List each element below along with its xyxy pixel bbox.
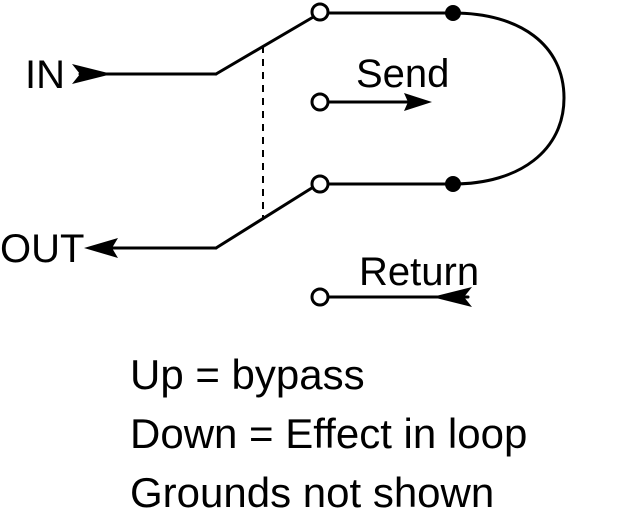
in-switch-blade: [214, 14, 317, 76]
upper-throw-terminal: [310, 2, 330, 22]
send-label: Send: [356, 52, 449, 96]
return-arrowhead-icon: [432, 287, 472, 307]
lower-throw-terminal: [310, 174, 330, 194]
note-grounds: Grounds not shown: [130, 469, 494, 511]
note-up: Up = bypass: [130, 351, 365, 398]
lower-junction-dot: [445, 176, 461, 192]
send-arrowhead-icon: [404, 93, 432, 111]
out-arrowhead-icon: [84, 238, 118, 258]
out-label: OUT: [0, 227, 84, 271]
return-label: Return: [359, 250, 479, 294]
return-terminal: [310, 287, 330, 307]
send-terminal: [310, 92, 330, 112]
note-down: Down = Effect in loop: [130, 410, 527, 457]
upper-junction-dot: [445, 5, 461, 21]
out-switch-blade: [214, 184, 317, 250]
bypass-loop: [451, 11, 566, 186]
in-label: IN: [25, 53, 65, 97]
